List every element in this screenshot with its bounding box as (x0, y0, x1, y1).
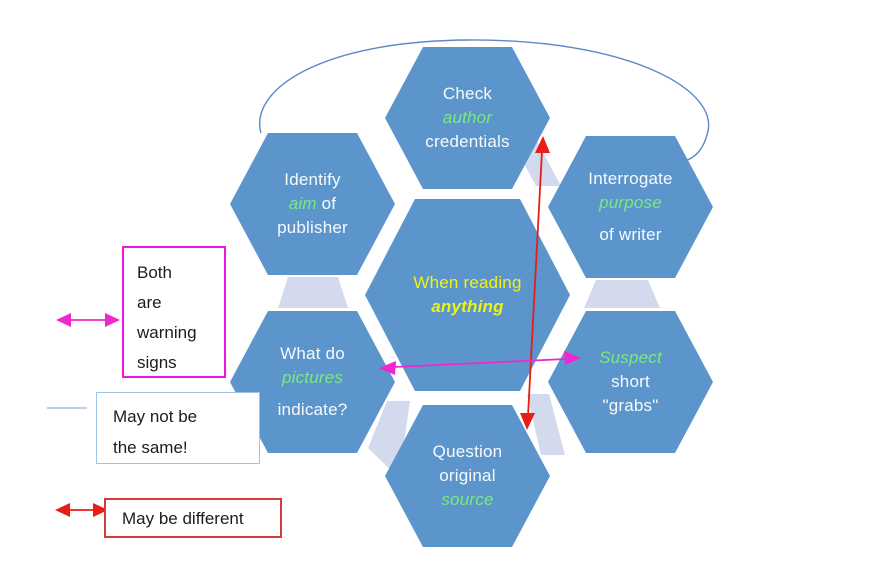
hexagon-question-source (385, 405, 550, 547)
legend-line: the same! (113, 438, 188, 457)
legend-red-double-arrow-icon (55, 503, 108, 517)
hexagon-when-reading (365, 199, 570, 391)
legend-line: warning (137, 323, 197, 342)
legend-box-warning-signs: Both are warning signs (122, 246, 226, 378)
blue-arc-connector-icon (259, 39, 710, 162)
hexagon-interrogate-purpose (548, 136, 713, 278)
legend-magenta-double-arrow-icon (56, 313, 120, 327)
hexagon-check-author (385, 47, 550, 189)
magenta-double-arrow-icon (379, 351, 581, 375)
legend-line: May be different (122, 509, 244, 528)
hexagon-suspect-grabs (548, 311, 713, 453)
legend-box-may-not-be-same: May not be the same! (96, 392, 260, 464)
legend-line: May not be (113, 407, 198, 426)
legend-line: are (137, 293, 162, 312)
connector-bottom-bottomright (527, 394, 565, 455)
legend-line: signs (137, 353, 177, 372)
hexagon-identify-aim (230, 133, 395, 275)
connector-below-topleft (278, 277, 348, 308)
red-double-arrow-icon (520, 136, 550, 430)
legend-box-may-be-different: May be different (104, 498, 282, 538)
legend-line: Both (137, 263, 172, 282)
hexagon-what-pictures (230, 311, 395, 453)
connector-below-topright (584, 280, 660, 308)
